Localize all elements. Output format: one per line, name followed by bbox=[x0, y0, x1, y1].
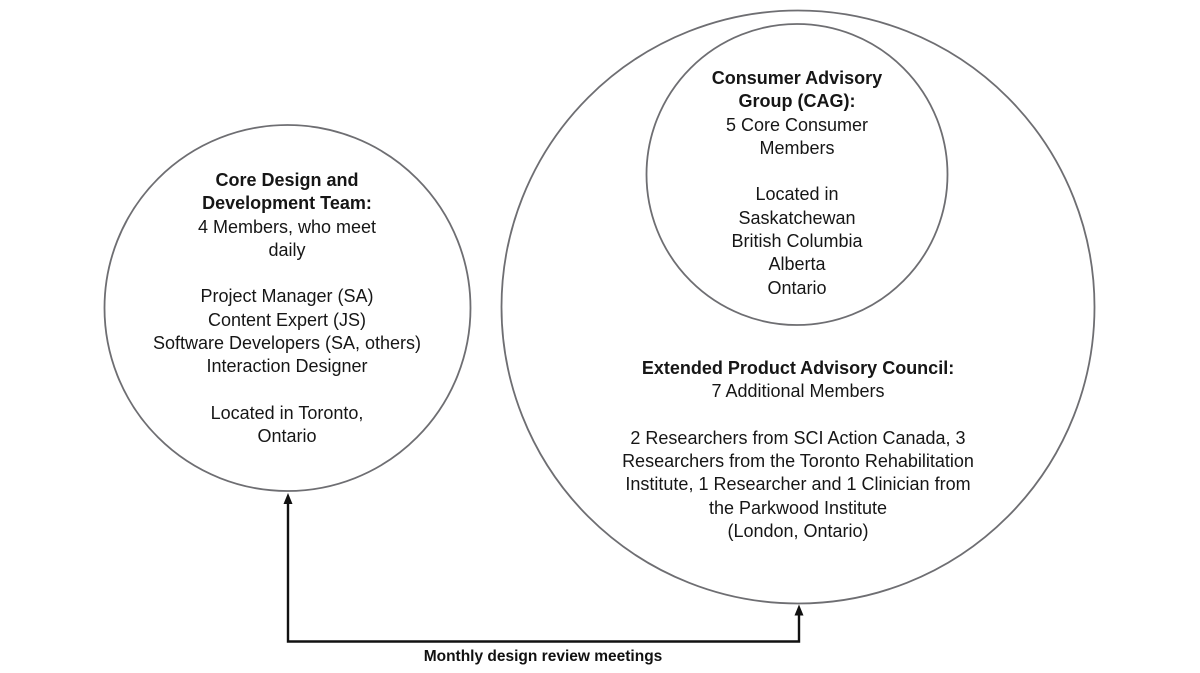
arrow-up-icon-council bbox=[794, 604, 804, 616]
review-meetings-connector bbox=[286, 502, 801, 643]
extended-council-circle bbox=[500, 9, 1096, 605]
core-team-members-line-1: 4 Members, who meet bbox=[197, 216, 377, 237]
core-team-title-line-2: Development Team: bbox=[202, 193, 372, 214]
cag-location: Ontario bbox=[767, 277, 827, 298]
spacer bbox=[137, 379, 437, 402]
cag-location: Saskatchewan bbox=[738, 207, 856, 228]
core-team-role: Content Expert (JS) bbox=[207, 309, 367, 330]
extended-council-text: Extended Product Advisory Council: 7 Add… bbox=[578, 357, 1018, 543]
spacer bbox=[137, 262, 437, 285]
cag-members-line-2: Members bbox=[759, 137, 835, 158]
cag-text: Consumer Advisory Group (CAG): 5 Core Co… bbox=[647, 67, 947, 300]
council-detail-line: 2 Researchers from SCI Action Canada, 3 bbox=[630, 427, 966, 448]
core-team-location-line-1: Located in Toronto, bbox=[210, 402, 364, 423]
core-team-role: Project Manager (SA) bbox=[200, 286, 374, 307]
connector-label: Monthly design review meetings bbox=[423, 648, 663, 665]
council-detail-line: Researchers from the Toronto Rehabilitat… bbox=[622, 451, 974, 472]
cag-members-line-1: 5 Core Consumer bbox=[725, 114, 869, 135]
council-title: Extended Product Advisory Council: bbox=[641, 358, 955, 378]
spacer bbox=[578, 404, 1018, 427]
core-team-text: Core Design and Development Team: 4 Memb… bbox=[137, 169, 437, 449]
core-team-location-line-2: Ontario bbox=[257, 426, 317, 447]
spacer bbox=[647, 160, 947, 183]
core-team-title-line-1: Core Design and bbox=[215, 170, 359, 190]
core-team-role: Software Developers (SA, others) bbox=[152, 333, 422, 354]
cag-location-label: Located in bbox=[755, 184, 839, 205]
council-detail-line: the Parkwood Institute bbox=[708, 497, 888, 518]
cag-location: Alberta bbox=[768, 254, 826, 275]
cag-title-line-2: Group (CAG): bbox=[738, 91, 856, 112]
cag-location: British Columbia bbox=[731, 231, 863, 252]
arrow-up-icon-core bbox=[283, 493, 293, 504]
core-team-members-line-2: daily bbox=[268, 239, 306, 260]
core-team-circle bbox=[103, 124, 472, 492]
council-subtitle: 7 Additional Members bbox=[711, 381, 885, 402]
council-detail-line: (London, Ontario) bbox=[727, 521, 869, 542]
core-team-role: Interaction Designer bbox=[206, 356, 368, 377]
cag-title-line-1: Consumer Advisory bbox=[711, 68, 883, 88]
council-detail-line: Institute, 1 Researcher and 1 Clinician … bbox=[625, 474, 971, 495]
cag-circle bbox=[645, 23, 949, 326]
